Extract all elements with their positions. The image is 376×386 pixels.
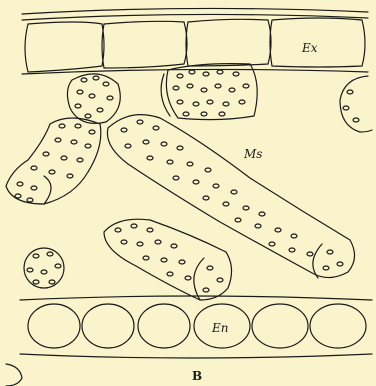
- label-exodermis: Ex: [301, 41, 318, 55]
- endodermis-cell: [138, 304, 190, 348]
- exodermis-cell: [25, 22, 104, 72]
- exodermis-cell: [186, 19, 271, 66]
- round-cell-small: [24, 248, 64, 288]
- mesophyll-cell-lower: [104, 219, 232, 300]
- figure-caption: B: [192, 369, 202, 383]
- endodermis-cell: [310, 304, 366, 348]
- edge-cell-right: [340, 76, 372, 132]
- label-mesophyll: Ms: [243, 147, 262, 161]
- endodermis-layer: [20, 296, 372, 358]
- label-endodermis: En: [211, 321, 229, 335]
- endodermis-cell: [28, 304, 80, 348]
- round-cell-cluster: [67, 74, 120, 124]
- mesophyll-cell-upper: [161, 64, 257, 120]
- mesophyll-cell-long: [107, 115, 354, 278]
- mesophyll-cell-left: [6, 118, 101, 204]
- corner-fragment: [6, 364, 22, 386]
- exodermis-cell: [102, 21, 187, 68]
- chloroplasts: [75, 76, 113, 118]
- endodermis-cell: [252, 304, 308, 348]
- endodermis-cell: [82, 304, 134, 348]
